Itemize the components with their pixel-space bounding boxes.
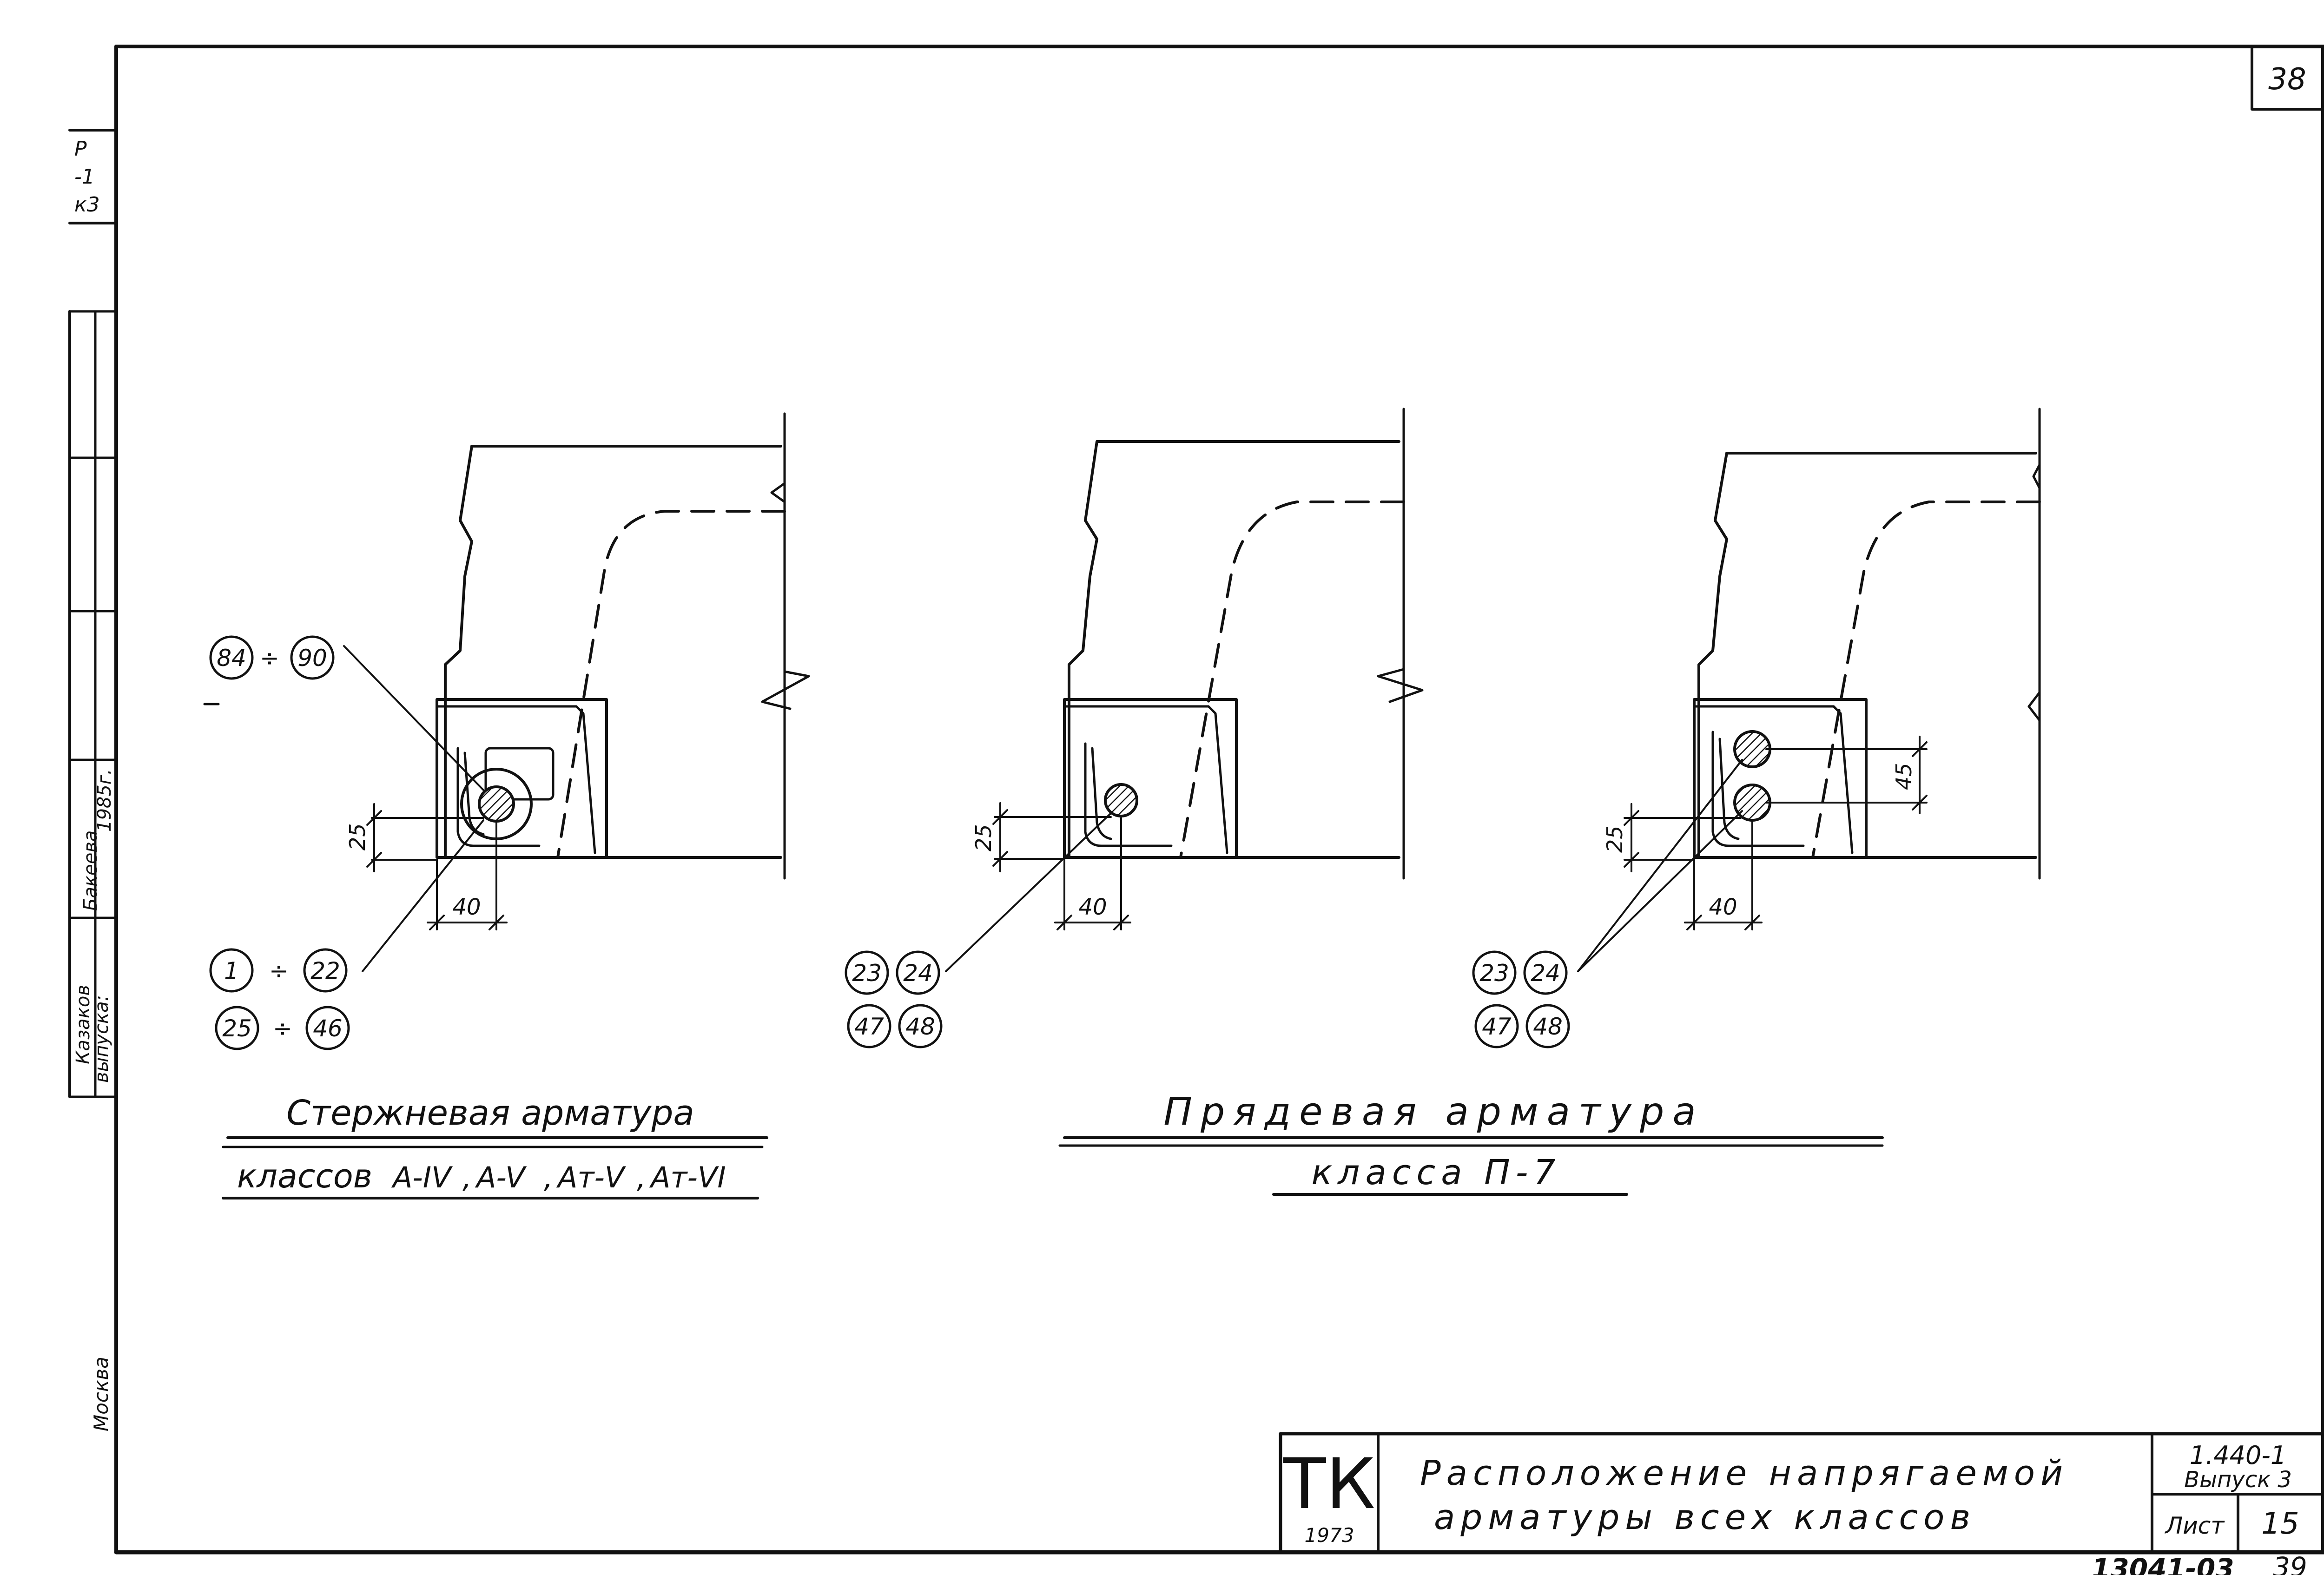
- title-block: ТК 1973 Расположение напрягаемой арматур…: [1279, 1432, 2324, 1554]
- dimension-vertical: 25: [345, 803, 484, 872]
- svg-text:,: ,: [544, 1160, 553, 1194]
- callout-bottom-2-from: 25: [222, 1015, 252, 1042]
- caption-strand: Прядевая арматура класса П-7: [1058, 1090, 1884, 1196]
- dimension-spacing: 45: [1765, 736, 1928, 814]
- dimension-horizontal: 40: [427, 822, 508, 930]
- callout-row-2: 47 48: [847, 1004, 943, 1048]
- dimension-horizontal: 40: [1054, 817, 1131, 930]
- dimension-vertical: 25: [1602, 803, 1742, 872]
- rail-profile-outline: [1697, 408, 2041, 880]
- detail-strand-double: 45 25 40 23 24 47: [1472, 408, 2041, 1048]
- caption-rod-class-4: Aт-VI: [649, 1160, 726, 1194]
- corner-number: 38: [2268, 62, 2306, 97]
- callout-bottom-1-from: 1: [224, 957, 239, 984]
- callout-1b: 24: [1531, 960, 1560, 987]
- callout-1a: 23: [1479, 960, 1509, 987]
- leader-upper: [1577, 759, 1743, 972]
- leader-lower: [1577, 810, 1743, 972]
- svg-text:,: ,: [637, 1160, 646, 1194]
- stamp-note-3: Казаков: [73, 985, 94, 1064]
- leader-bottom: [362, 819, 484, 972]
- dimension-horizontal-label: 40: [452, 894, 481, 920]
- dimension-spacing-label: 45: [1891, 763, 1916, 790]
- callout-2a: 47: [1482, 1013, 1512, 1040]
- callout-row-2: 47 48: [1474, 1004, 1570, 1048]
- dimension-vertical-label: 25: [345, 823, 370, 850]
- stamp-note-1: Бакеева: [80, 830, 101, 911]
- caption-rod-title: Стержневая арматура: [286, 1093, 694, 1133]
- callout-bottom-1-to: 22: [310, 957, 340, 984]
- stamp-note-4: выпуска:: [91, 995, 112, 1083]
- title-line-1: Расположение напрягаемой: [1420, 1453, 2068, 1493]
- caption-rod: Стержневая арматура классов A-IV , A-V ,…: [222, 1093, 768, 1199]
- svg-text:,: ,: [462, 1160, 472, 1194]
- callout-bottom-1: 1 ÷ 22: [209, 948, 348, 993]
- bottom-code: 13041-03: [2092, 1553, 2234, 1575]
- dimension-vertical-label: 25: [1602, 825, 1627, 853]
- inner-contour-dashed: [1811, 501, 2041, 859]
- callout-bottom-2: 25 ÷ 46: [215, 1006, 350, 1050]
- dimension-vertical-label: 25: [971, 824, 996, 851]
- callout-top-sep: ÷: [260, 645, 279, 672]
- anchor-block: [1693, 698, 1868, 859]
- stamp-mark-2: -1: [74, 165, 95, 189]
- title-logo: ТК: [1283, 1444, 1375, 1525]
- caption-rod-class-1: A-IV: [391, 1160, 453, 1194]
- caption-rod-class-3: Aт-V: [556, 1160, 627, 1194]
- title-series: 1.440-1: [2190, 1441, 2286, 1470]
- callout-1a: 23: [852, 960, 882, 987]
- stamp-mark-3: к3: [74, 193, 100, 217]
- strand-section-lower: [1733, 784, 1771, 822]
- dimension-vertical: 25: [971, 802, 1112, 872]
- callout-row-1: 23 24: [845, 950, 940, 995]
- callout-bottom-1-sep: ÷: [269, 957, 289, 984]
- stamp-city: Москва: [90, 1357, 112, 1431]
- callout-top-from: 84: [217, 645, 246, 672]
- dimension-horizontal-label: 40: [1078, 894, 1107, 920]
- caption-strand-class: класса П-7: [1311, 1153, 1561, 1193]
- title-issue: Выпуск 3: [2184, 1467, 2292, 1493]
- dimension-horizontal: 40: [1684, 819, 1763, 930]
- callout-2b: 48: [905, 1013, 935, 1040]
- dimension-horizontal-label: 40: [1709, 894, 1737, 920]
- callout-row-1: 23 24: [1472, 950, 1568, 995]
- strand-section: [1104, 783, 1138, 817]
- callout-top: 84 ÷ 90: [209, 635, 335, 680]
- stamp-note-2: 1985г.: [94, 769, 115, 832]
- title-sheet-number: 15: [2261, 1507, 2299, 1541]
- left-margin-stamp: Р -1 к3 Бакеева 1985г. Казаков выпуска: …: [68, 129, 118, 1431]
- sheet-frame: [114, 45, 2324, 1555]
- callout-top-to: 90: [297, 645, 327, 672]
- title-line-2: арматуры всех классов: [1434, 1497, 1976, 1537]
- rail-profile-outline: [1068, 408, 1424, 880]
- callout-bottom-2-sep: ÷: [273, 1015, 292, 1042]
- bottom-page: 39: [2273, 1551, 2307, 1575]
- stamp-mark-1: Р: [74, 137, 87, 161]
- title-year: 1973: [1305, 1524, 1354, 1547]
- caption-strand-title: Прядевая арматура: [1163, 1090, 1704, 1134]
- leader: [945, 811, 1113, 972]
- caption-rod-prefix: классов: [237, 1157, 372, 1195]
- callout-1b: 24: [903, 960, 933, 987]
- callout-2b: 48: [1533, 1013, 1563, 1040]
- anchor-block: [1063, 698, 1238, 859]
- corner-number-box: 38: [2251, 45, 2324, 111]
- callout-bottom-2-to: 46: [313, 1015, 343, 1042]
- inner-contour-dashed: [1179, 501, 1405, 859]
- title-sheet-label: Лист: [2165, 1512, 2225, 1539]
- callout-2a: 47: [854, 1013, 884, 1040]
- rail-profile-outline: [444, 412, 810, 880]
- leader-top: [343, 645, 484, 791]
- detail-rod-reinforcement: 25 40 84 ÷ 90 1 ÷ 22 25: [209, 412, 810, 1050]
- inner-contour-dashed: [556, 510, 786, 859]
- rod-bar-section: [478, 785, 515, 823]
- detail-strand-single: 25 40 23 24 47 48: [845, 408, 1424, 1048]
- caption-rod-class-2: A-V: [475, 1160, 527, 1194]
